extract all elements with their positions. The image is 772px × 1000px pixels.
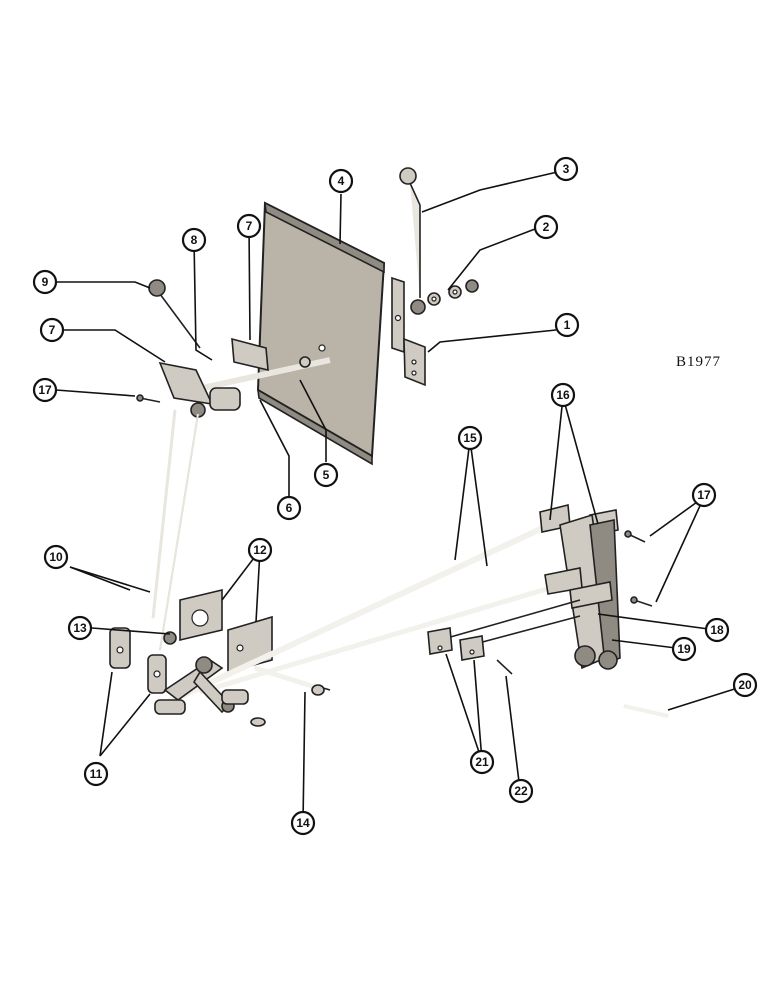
svg-text:6: 6 — [286, 501, 293, 515]
svg-text:20: 20 — [738, 678, 752, 692]
svg-text:15: 15 — [463, 431, 477, 445]
callout-11: 11 — [83, 761, 109, 787]
callout-7-left: 7 — [39, 317, 65, 343]
shift-shaft-assembly — [148, 279, 331, 418]
svg-text:21: 21 — [475, 755, 489, 769]
callout-15: 15 — [457, 425, 483, 451]
callout-12: 12 — [247, 537, 273, 563]
svg-text:1: 1 — [564, 318, 571, 332]
callout-18: 18 — [704, 617, 730, 643]
brackets-part-12-13 — [163, 588, 273, 674]
lever-part-3 — [399, 167, 426, 315]
leader-lines — [55, 169, 745, 823]
svg-text:9: 9 — [42, 275, 49, 289]
callout-1: 1 — [554, 312, 580, 338]
crank-arms — [154, 656, 266, 727]
svg-text:12: 12 — [253, 543, 267, 557]
callout-22: 22 — [508, 778, 534, 804]
callout-14: 14 — [290, 810, 316, 836]
levers-part-16-18-19 — [439, 503, 621, 670]
bolts-part-17 — [136, 394, 653, 607]
svg-text:5: 5 — [323, 468, 330, 482]
callout-10: 10 — [43, 544, 69, 570]
clips-part-21 — [427, 627, 485, 661]
pin-part-22 — [496, 659, 513, 675]
long-rods-part-14-15 — [158, 517, 562, 709]
svg-text:17: 17 — [38, 383, 52, 397]
callout-2: 2 — [533, 214, 559, 240]
svg-text:11: 11 — [90, 767, 103, 781]
callout-6: 6 — [276, 495, 302, 521]
svg-text:2: 2 — [543, 220, 550, 234]
callout-3: 3 — [553, 156, 579, 182]
callout-13: 13 — [67, 615, 93, 641]
clevis-part-11 — [109, 627, 167, 694]
svg-text:8: 8 — [191, 233, 198, 247]
callout-16: 16 — [550, 382, 576, 408]
svg-text:18: 18 — [710, 623, 724, 637]
svg-text:7: 7 — [246, 219, 253, 233]
svg-text:3: 3 — [563, 162, 570, 176]
callout-4: 4 — [328, 168, 354, 194]
svg-text:16: 16 — [556, 388, 570, 402]
bracket-part-1 — [391, 276, 426, 387]
callout-7-top: 7 — [236, 213, 262, 239]
svg-text:4: 4 — [338, 174, 345, 188]
connecting-rods-part-10 — [151, 409, 199, 651]
callout-17-right: 17 — [691, 482, 717, 508]
callout-5: 5 — [313, 462, 339, 488]
svg-text:13: 13 — [73, 621, 87, 635]
svg-text:19: 19 — [677, 642, 691, 656]
svg-text:14: 14 — [296, 816, 310, 830]
plate-part-4 — [256, 201, 386, 466]
callout-9: 9 — [32, 269, 58, 295]
callout-19: 19 — [671, 636, 697, 662]
callout-20: 20 — [732, 672, 758, 698]
callout-21: 21 — [469, 749, 495, 775]
drawing-reference-code: B1977 — [676, 354, 721, 370]
callout-17-left: 17 — [32, 377, 58, 403]
svg-text:10: 10 — [49, 550, 63, 564]
svg-text:17: 17 — [697, 488, 711, 502]
svg-text:7: 7 — [49, 323, 56, 337]
pin-part-20 — [623, 704, 669, 718]
callout-8: 8 — [181, 227, 207, 253]
washer-nut-part-2 — [427, 279, 479, 306]
svg-text:22: 22 — [514, 784, 528, 798]
